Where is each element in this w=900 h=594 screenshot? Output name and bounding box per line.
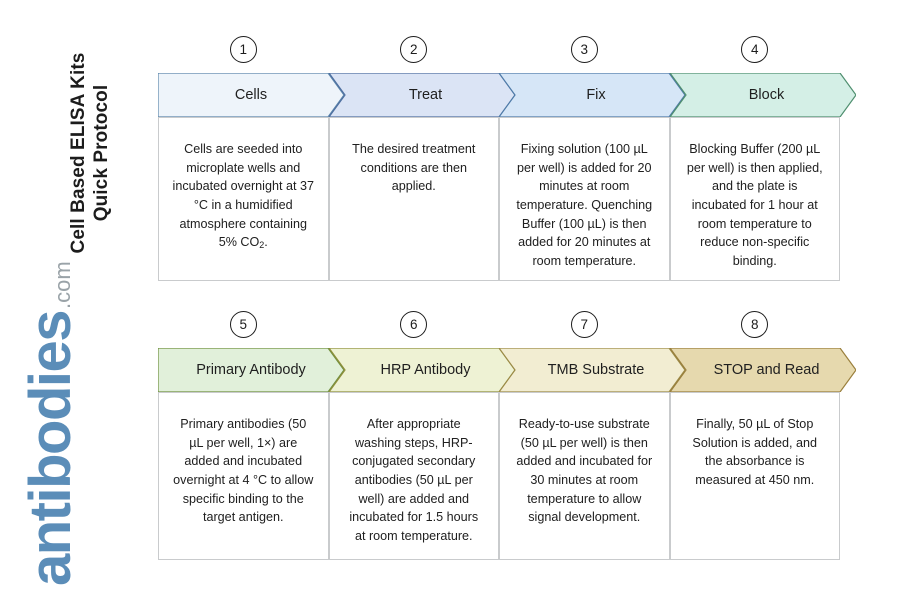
step-header-arrow[interactable]: Treat [328, 73, 515, 117]
step-header-strip: Cells Treat Fix Block [158, 73, 858, 117]
protocol-row-2: 5 6 7 8 Primary Antibody HRP Antibody TMB S… [158, 311, 858, 560]
step-header-arrow[interactable]: TMB Substrate [499, 348, 685, 392]
step-description-box: Ready-to-use substrate (50 µL per well) … [499, 392, 670, 560]
step-header-label: HRP Antibody [380, 362, 471, 378]
step-header-arrow[interactable]: Cells [158, 73, 344, 117]
step-description-box: Blocking Buffer (200 µL per well) is the… [669, 117, 840, 281]
step-number-badge: 5 [229, 311, 257, 338]
brand-logo-suffix: .com [50, 261, 75, 309]
step-description-text: The desired treatment conditions are the… [352, 142, 476, 194]
step-description-strip: Cells are seeded into microplate wells a… [158, 117, 840, 281]
step-header-strip: Primary Antibody HRP Antibody TMB Substr… [158, 348, 858, 392]
step-header-arrow[interactable]: HRP Antibody [328, 348, 515, 392]
step-description-box: The desired treatment conditions are the… [328, 117, 499, 281]
step-number-badge: 6 [400, 311, 428, 338]
step-header-label: Fix [586, 87, 606, 103]
page-title: Cell Based ELISA Kits Quick Protocol [58, 18, 122, 288]
step-description-text: Primary antibodies (50 µL per well, 1×) … [173, 417, 314, 525]
step-header-arrow[interactable]: Primary Antibody [158, 348, 344, 392]
step-header-label: STOP and Read [713, 362, 820, 378]
step-description-strip: Primary antibodies (50 µL per well, 1×) … [158, 392, 840, 560]
step-header-label: Primary Antibody [196, 362, 306, 378]
step-header-label: Cells [234, 87, 268, 103]
step-number-badge: 4 [741, 36, 769, 63]
step-header-label: Block [748, 87, 785, 103]
step-description-box: Finally, 50 µL of Stop Solution is added… [669, 392, 840, 560]
step-header-label: TMB Substrate [547, 362, 645, 378]
step-number-strip: 1 2 3 4 [158, 36, 840, 68]
step-description-box: After appropriate washing steps, HRP-con… [328, 392, 499, 560]
step-header-arrow[interactable]: Block [669, 73, 856, 117]
step-description-text: Finally, 50 µL of Stop Solution is added… [692, 417, 818, 487]
step-number-badge: 8 [741, 311, 769, 338]
step-description-text: Cells are seeded into microplate wells a… [172, 142, 314, 251]
step-description-box: Cells are seeded into microplate wells a… [158, 117, 329, 281]
step-number-badge: 3 [570, 36, 598, 63]
page-title-line-2: Quick Protocol [91, 84, 112, 222]
step-number-strip: 5 6 7 8 [158, 311, 840, 343]
step-description-text: After appropriate washing steps, HRP-con… [349, 417, 479, 543]
brand-logo: antibodies .com [18, 261, 96, 586]
brand-logo-name: antibodies [18, 310, 83, 586]
step-number-badge: 7 [570, 311, 598, 338]
step-description-text: Ready-to-use substrate (50 µL per well) … [516, 417, 653, 525]
step-description-text: Blocking Buffer (200 µL per well) is the… [686, 142, 823, 268]
step-header-arrow[interactable]: STOP and Read [669, 348, 856, 392]
step-header-arrow[interactable]: Fix [499, 73, 685, 117]
step-description-box: Fixing solution (100 µL per well) is add… [499, 117, 670, 281]
page-title-line-1: Cell Based ELISA Kits [67, 52, 89, 254]
step-number-badge: 1 [229, 36, 257, 63]
step-header-label: Treat [408, 87, 443, 103]
step-description-box: Primary antibodies (50 µL per well, 1×) … [158, 392, 329, 560]
step-description-text: Fixing solution (100 µL per well) is add… [516, 142, 653, 268]
step-number-badge: 2 [400, 36, 428, 63]
